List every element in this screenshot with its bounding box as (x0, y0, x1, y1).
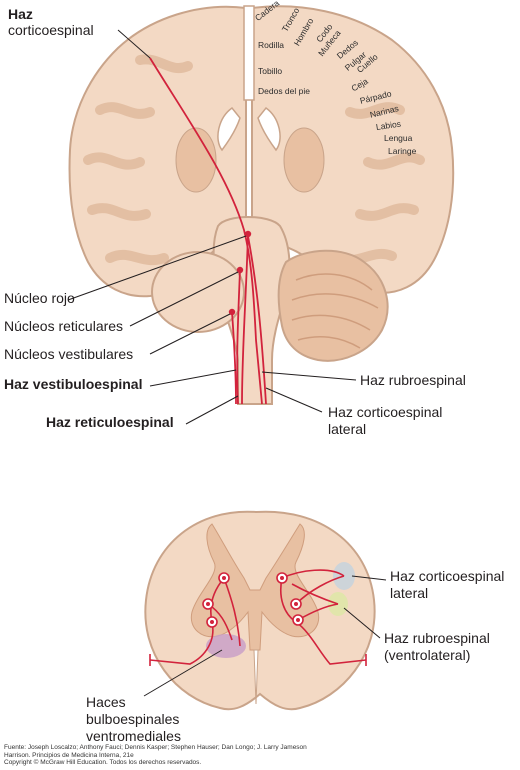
homunculus-laringe: Laringe (388, 146, 417, 156)
label-spinal-rubroespinal-2: (ventrolateral) (384, 647, 471, 663)
credit-line-2: Harrison. Principios de Medicina Interna… (4, 751, 134, 759)
label-spinal-corticoespinal-2: lateral (390, 585, 429, 601)
reticular-nuclei-dot (236, 266, 244, 274)
gyri (83, 54, 425, 266)
anterior-fissure (253, 649, 259, 705)
homunculus-lengua: Lengua (384, 133, 413, 143)
credit-line-3: Copyright © McGraw Hill Education. Todos… (4, 759, 202, 766)
label-corticospinal-top-2: corticoespinal (8, 22, 94, 38)
vestibulospinal-tract (231, 311, 237, 405)
corticospinal-tract (149, 57, 263, 405)
descending-tracts (149, 57, 267, 405)
label-spinal-corticoespinal-1: Haz corticoespinal (390, 568, 505, 584)
lateral-ventricle-left (217, 106, 241, 152)
corticospinal-tract-2 (247, 235, 267, 405)
basal-ganglia-right (283, 127, 325, 193)
label-haz-reticuloespinal: Haz reticuloespinal (46, 414, 174, 430)
label-haz-vestibuloespinal: Haz vestibuloespinal (4, 376, 143, 392)
homunculus-dedos-del-pie: Dedos del pie (258, 86, 310, 96)
red-nucleus-dot (244, 230, 252, 238)
homunculus-tobillo: Tobillo (258, 66, 283, 76)
cerebellum (277, 249, 389, 362)
source-credit: Fuente: Joseph Loscalzo; Anthony Fauci; … (4, 744, 404, 767)
spinal-neuron-cores (206, 576, 300, 624)
label-haces-3: ventromediales (86, 728, 181, 744)
label-haz-rubroespinal: Haz rubroespinal (360, 372, 466, 388)
label-haces-1: Haces (86, 694, 126, 710)
reticulospinal-tract (236, 269, 241, 405)
lateral-ventricle-right (257, 106, 281, 152)
bulbospinal-area (206, 634, 246, 658)
spinal-leader-lines (143, 575, 387, 697)
rubrospinal-tract (241, 233, 249, 405)
vestibular-nuclei-dot (228, 308, 236, 316)
label-haz-corticoespinal-lateral-2: lateral (328, 421, 367, 437)
label-nucleos-reticulares: Núcleos reticulares (4, 318, 124, 334)
midline-fissure (243, 5, 255, 101)
label-haces-2: bulboespinales (86, 711, 180, 727)
label-nucleos-vestibulares: Núcleos vestibulares (4, 346, 134, 362)
spinal-cord-section (144, 510, 376, 711)
basal-ganglia-left (175, 127, 217, 193)
brain-leader-lines (67, 29, 357, 425)
label-spinal-rubroespinal-1: Haz rubroespinal (384, 630, 490, 646)
label-haz-corticoespinal-lateral-1: Haz corticoespinal (328, 404, 443, 420)
ventral-root-ends (149, 654, 367, 666)
credit-line-1: Fuente: Joseph Loscalzo; Anthony Fauci; … (4, 744, 307, 751)
label-corticospinal-top-1: Haz (8, 6, 33, 22)
label-nucleo-rojo: Núcleo rojo (4, 290, 75, 306)
cerebellar-folia (291, 273, 379, 349)
homunculus-rodilla: Rodilla (258, 40, 284, 50)
